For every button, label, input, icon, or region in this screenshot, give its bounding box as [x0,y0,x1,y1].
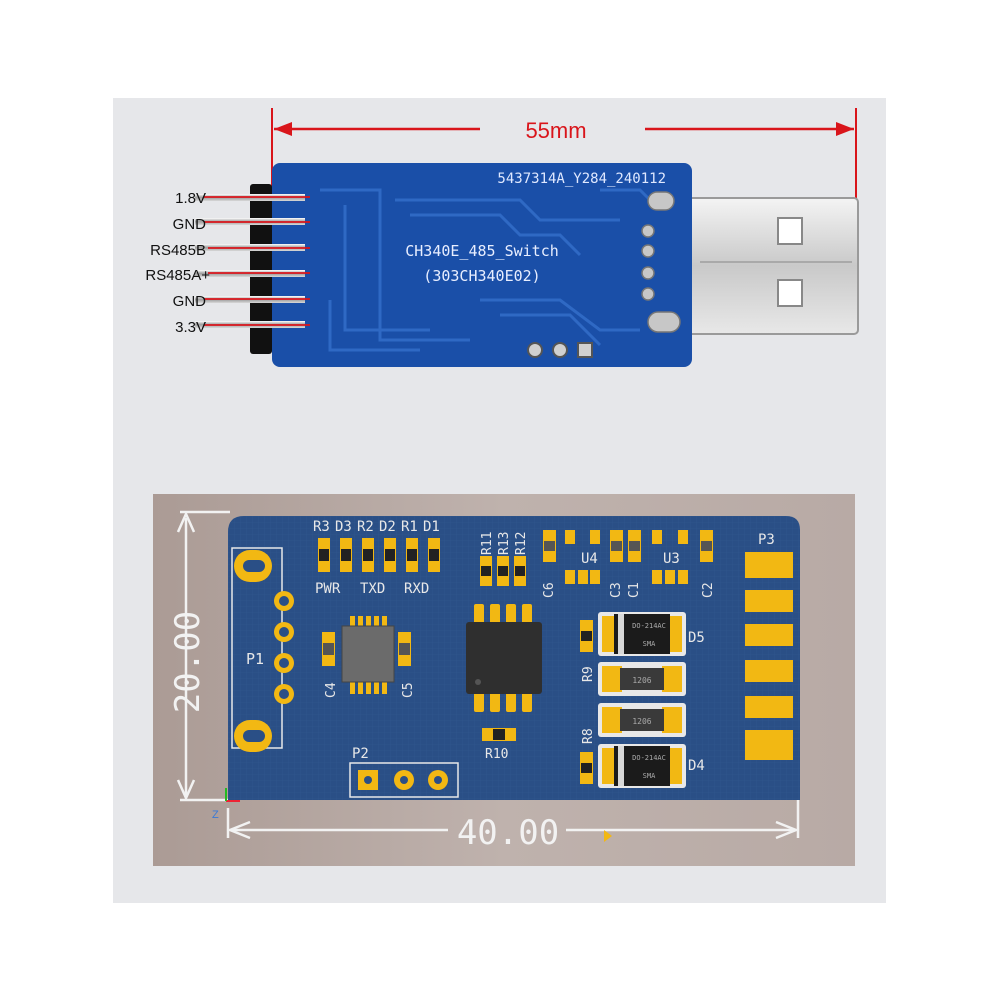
ref-r11: R11 [480,532,495,555]
resistor-r11-r13-r12 [480,556,526,586]
tvs-lower: 1206 [598,703,686,737]
label-c4: C4 [324,682,339,698]
usb-hole-top [777,217,803,245]
usb-hole-bottom [777,279,803,307]
d4-diode: DO-214AC SMA [598,744,686,788]
c4-capacitor [322,632,335,666]
label-u4: U4 [581,551,598,567]
pin-label-gnd-2: GND [173,293,207,310]
dimension-55mm: 55mm [525,118,586,143]
tvs-lower-code: 1206 [632,717,651,726]
board-code: 5437314A_Y284_240112 [497,171,666,187]
board-part: (303CH340E02) [423,267,540,285]
dim-arrow-left [274,122,292,136]
rs485-transceiver-ic [466,604,542,712]
label-pwr: PWR [315,581,341,597]
label-p1: P1 [246,650,264,668]
c2-capacitor [700,530,713,562]
pcb-traces [320,188,662,352]
dim-height-label: 20.00 [168,611,208,713]
label-u3: U3 [663,551,680,567]
axis-z-label: Z [212,809,219,821]
label-r8: R8 [581,728,596,744]
pin-leader-lines [204,196,310,326]
pcb-render: 20.00 40.00 Z [153,494,855,866]
d5-marking: SMA [643,640,656,648]
pin-label-gnd-1: GND [173,216,207,233]
tvs-upper-code: 1206 [632,676,651,685]
top-photo: 55mm 5437314A_Y284_240112 CH340E_485_Swi… [145,108,859,367]
pin-label-rs485a: RS485A+ [145,267,210,284]
board-name: CH340E_485_Switch [405,242,559,260]
p2-connector [358,770,448,790]
label-rxd: RXD [404,581,429,597]
label-c3: C3 [609,582,624,598]
pin-label-1v8: 1.8V [175,190,206,207]
axis-gizmo: Z [212,788,240,821]
d4-marking: SMA [643,772,656,780]
label-c2: C2 [701,582,716,598]
label-txd: TXD [360,581,385,597]
usb-pads [641,191,681,333]
label-c5: C5 [401,682,416,698]
dim-arrow-right [836,122,854,136]
pcb-board [272,163,692,367]
label-r10: R10 [485,747,508,762]
c6-capacitor [543,530,556,562]
c5-capacitor [398,632,411,666]
p2-outline [349,762,459,798]
ref-d2: D2 [379,519,396,535]
d5-diode: DO-214AC SMA [598,612,686,656]
p3-usb-pads [745,552,793,760]
r9-resistor [580,620,593,652]
ref-d3: D3 [335,519,352,535]
ref-r12: R12 [514,532,529,555]
ref-d1: D1 [423,519,440,535]
led-resistor-row [318,538,440,572]
u3-regulator [652,530,688,584]
label-d5: D5 [688,630,705,646]
pin-header [250,184,272,354]
dim-height [176,510,230,802]
ref-r2: R2 [357,519,374,535]
ch340e-ic [341,616,395,694]
usb-a-plug [687,197,859,335]
pin-label-3v3: 3.3V [175,319,206,336]
label-p3: P3 [758,532,775,548]
d5-code: DO-214AC [632,622,666,630]
bottom-pads [527,342,593,358]
ref-r3: R3 [313,519,330,535]
ref-r1: R1 [401,519,418,535]
label-c1: C1 [627,582,642,598]
dim-width-label: 40.00 [457,813,559,853]
tvs-upper: 1206 [598,662,686,696]
label-p2: P2 [352,746,369,762]
ref-r13: R13 [497,532,512,555]
label-d4: D4 [688,758,705,774]
c3-c1-capacitors [610,530,641,562]
u4-regulator [565,530,600,584]
r8-resistor [580,752,593,784]
r10-resistor [482,728,516,741]
p1-connector [234,550,294,752]
label-c6: C6 [542,582,557,598]
label-r9: R9 [581,666,596,682]
pin-label-rs485b: RS485B [150,242,206,259]
d4-code: DO-214AC [632,754,666,762]
